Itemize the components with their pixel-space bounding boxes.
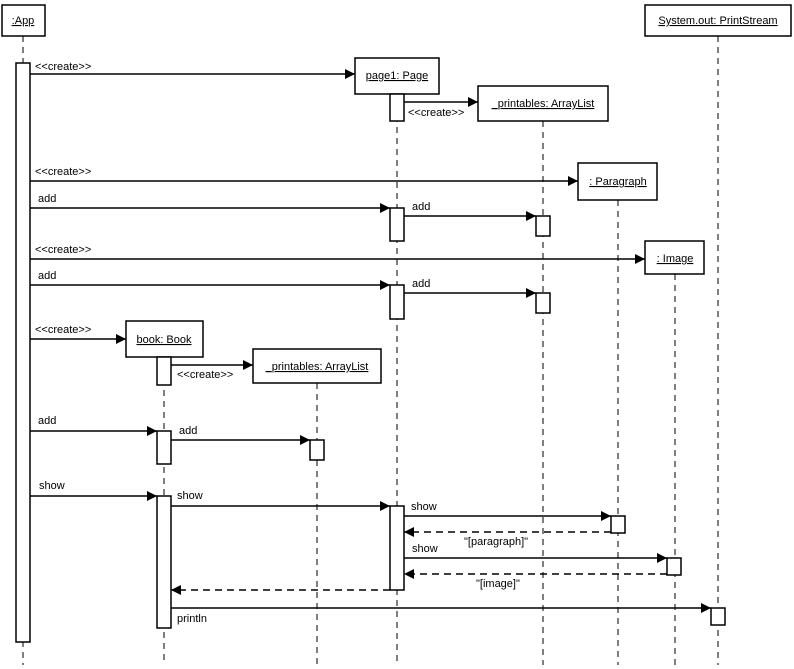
participant-app-label: :App — [12, 15, 35, 27]
activation-image-show — [666, 557, 682, 576]
message-add-paragraph-page-label: add — [38, 193, 56, 205]
participant-printables-book-box — [252, 348, 382, 384]
activation-page1-create — [389, 93, 405, 122]
activation-paragraph-show — [610, 515, 626, 534]
message-add-image-list-label: add — [412, 278, 430, 290]
message-create-page-list-label: <<create>> — [408, 107, 464, 119]
participant-image-label: : Image — [657, 253, 694, 265]
message-return-paragraph-label: "[paragraph]" — [464, 536, 528, 548]
message-create-paragraph-label: <<create>> — [35, 166, 91, 178]
message-add-page-book-label: add — [38, 415, 56, 427]
activation-printables-book-add — [309, 439, 325, 461]
message-return-image-label: "[image]" — [476, 578, 520, 590]
message-add-page-list-label: add — [179, 425, 197, 437]
message-create-image-label: <<create>> — [35, 244, 91, 256]
participant-book-label: book: Book — [136, 334, 192, 346]
message-add-paragraph-list-label: add — [412, 201, 430, 213]
activation-stdout-println — [710, 607, 726, 626]
participant-stdout-label: System.out: PrintStream — [658, 15, 777, 27]
participants: :App System.out: PrintStream page1: Page… — [1, 4, 792, 384]
participant-printables-page-box — [477, 85, 609, 122]
participant-printables-book-label: _printables: ArrayList — [265, 361, 369, 373]
participant-image-box — [644, 240, 705, 275]
activation-book-create — [156, 356, 172, 386]
participant-page1-label: page1: Page — [366, 70, 428, 82]
activation-app — [15, 62, 31, 643]
activation-page1-add-paragraph — [389, 207, 405, 242]
activation-book-add — [156, 430, 172, 465]
activations — [15, 62, 726, 643]
message-show-image-label: show — [412, 543, 438, 555]
message-println-label: println — [177, 613, 207, 625]
message-create-book-list-label: <<create>> — [177, 369, 233, 381]
activation-page1-add-image — [389, 284, 405, 320]
message-show-paragraph-label: show — [411, 501, 437, 513]
participant-app-box — [1, 4, 46, 37]
message-create-book-label: <<create>> — [35, 324, 91, 336]
activation-book-show — [156, 495, 172, 629]
participant-stdout-box — [644, 4, 792, 37]
messages: <<create>> <<create>> <<create>> add add… — [30, 61, 711, 625]
participant-paragraph-label: : Paragraph — [589, 176, 646, 188]
activation-printables-page-add-paragraph — [535, 215, 551, 237]
message-show-page-label: show — [177, 490, 203, 502]
message-show-book-label: show — [39, 480, 65, 492]
message-create-page-label: <<create>> — [35, 61, 91, 73]
activation-page1-show — [389, 505, 405, 591]
participant-paragraph-box — [577, 162, 658, 201]
activation-printables-page-add-image — [535, 292, 551, 314]
participant-printables-page-label: _printables: ArrayList — [491, 98, 595, 110]
message-add-image-page-label: add — [38, 270, 56, 282]
participant-book-box — [125, 320, 204, 358]
